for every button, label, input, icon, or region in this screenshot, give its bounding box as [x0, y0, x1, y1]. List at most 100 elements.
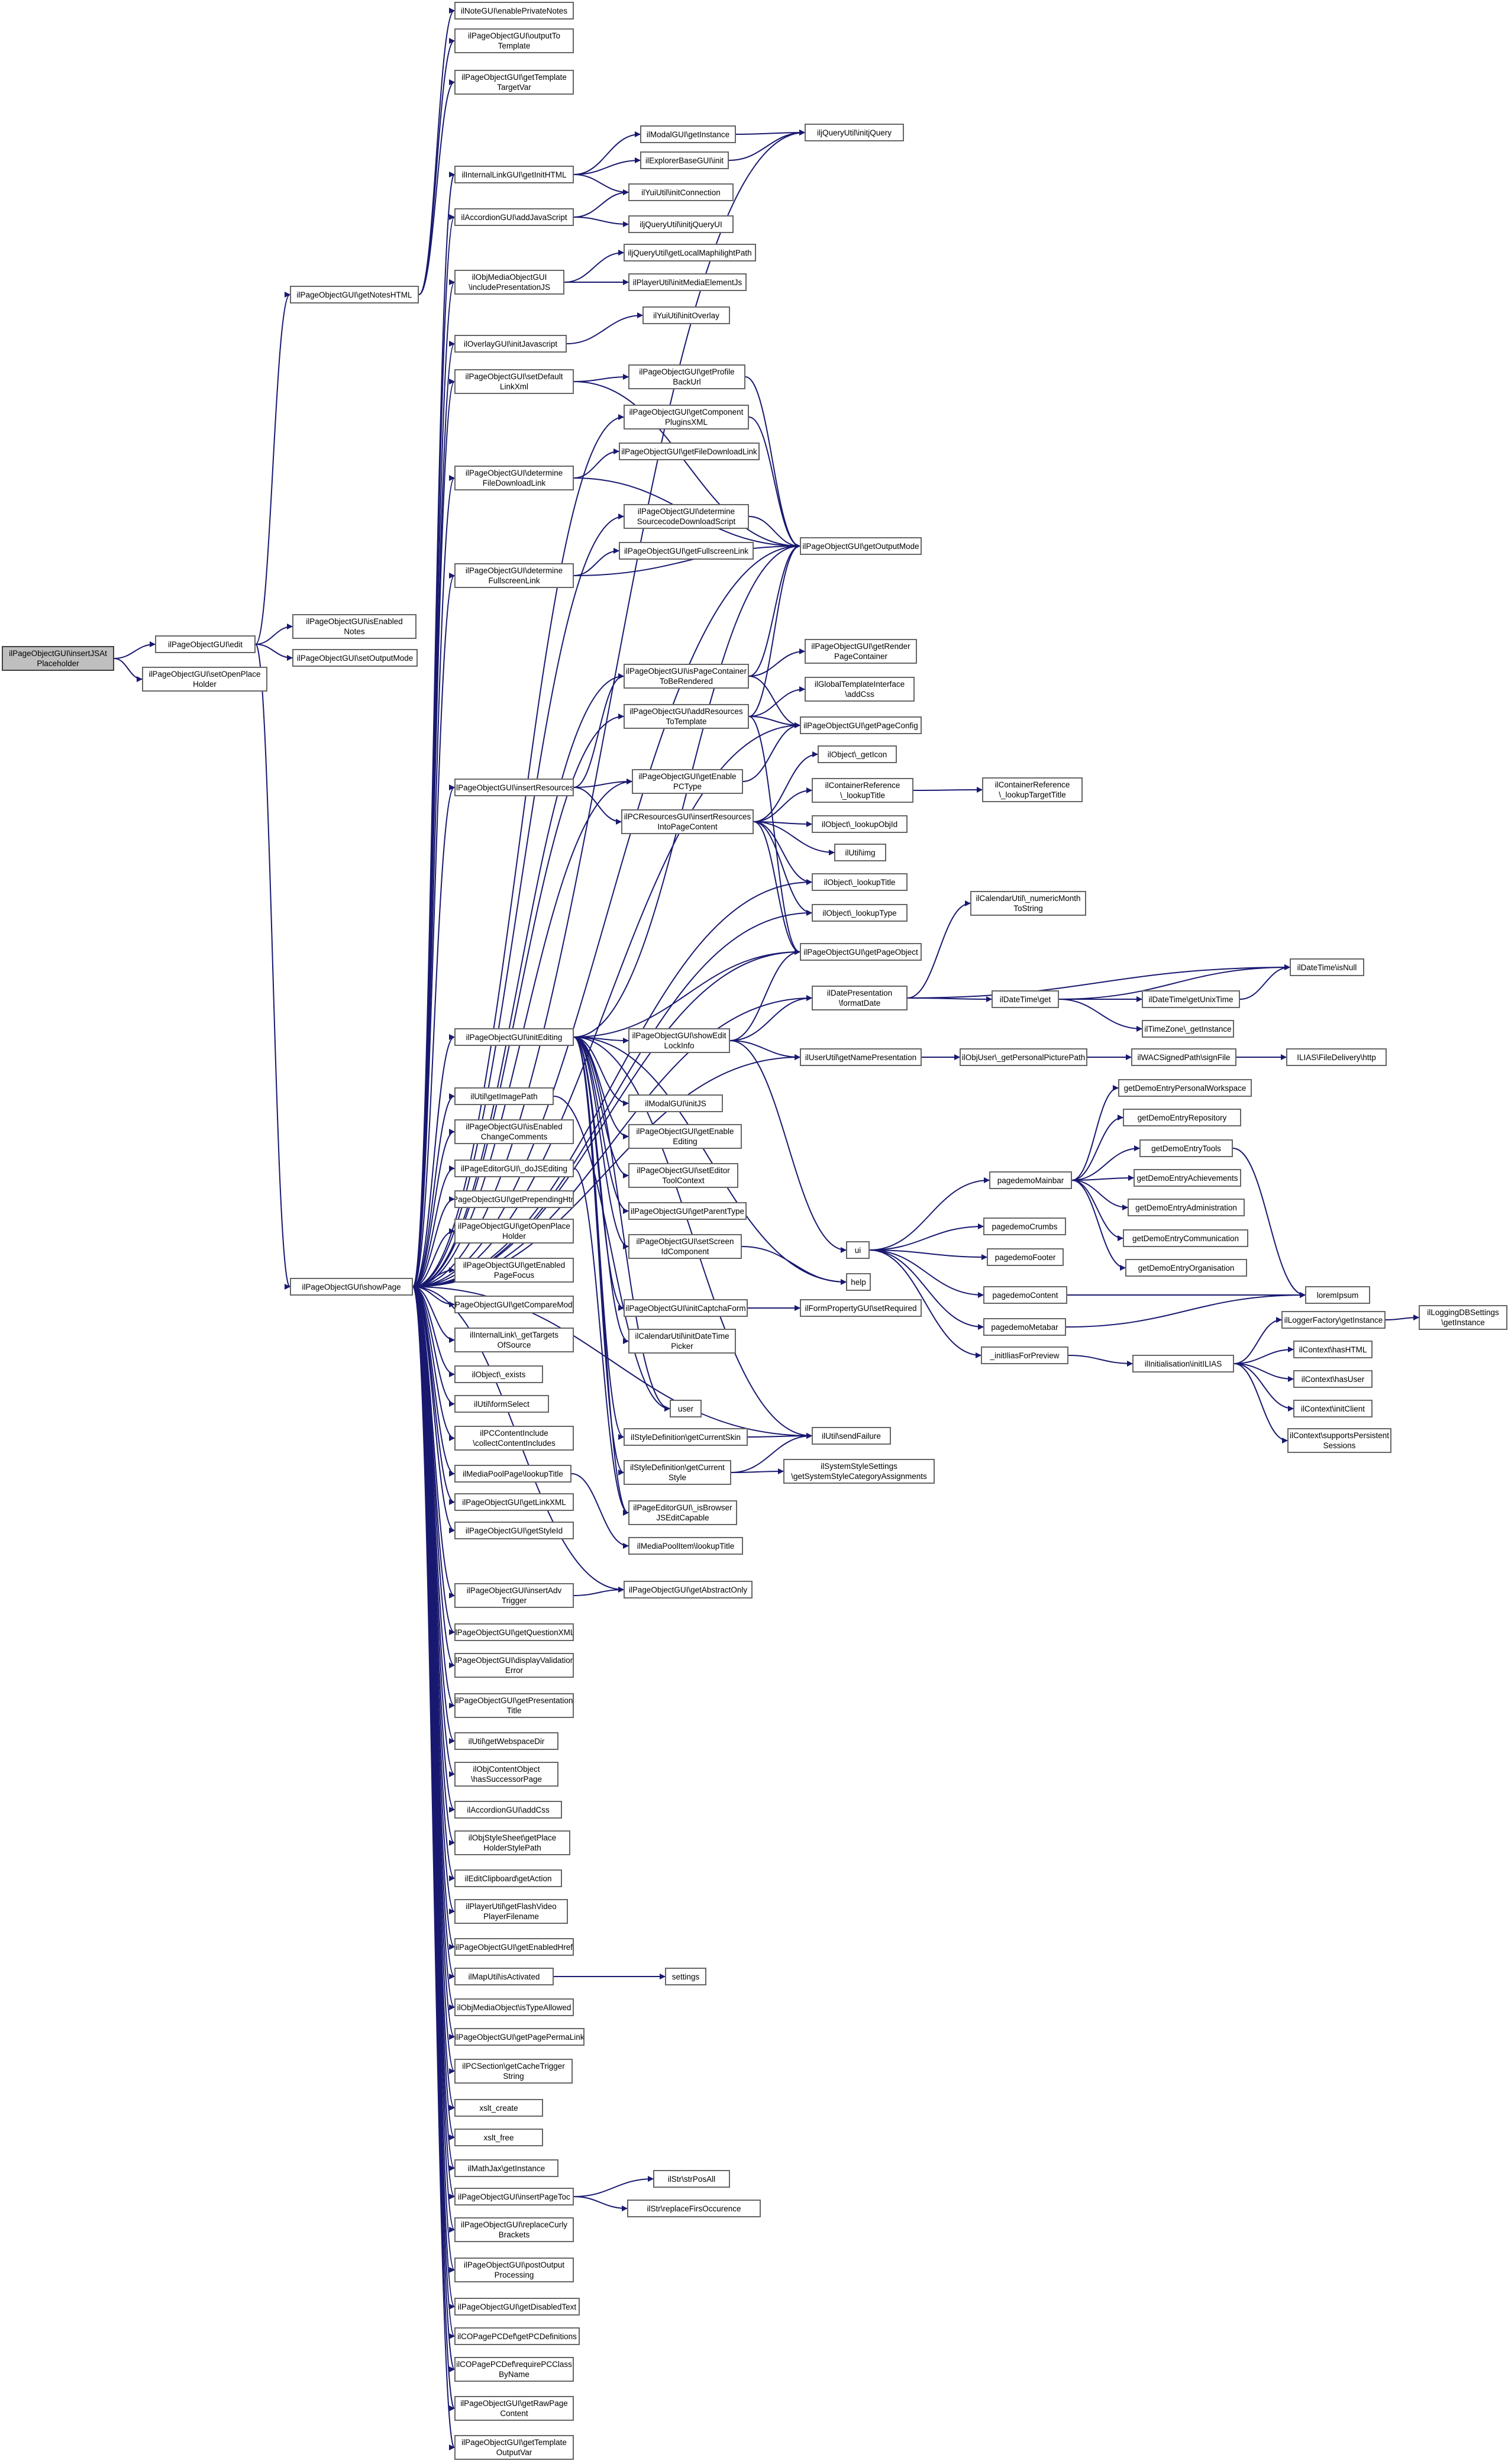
graph-node[interactable]: getDemoEntryCommunication: [1123, 1229, 1248, 1247]
graph-node[interactable]: ilPageObjectGUI\isEnabled Notes: [292, 614, 416, 639]
graph-node[interactable]: ilYuiUtil\initOverlay: [642, 306, 730, 324]
graph-node[interactable]: ilMapUtil\isActivated: [454, 1968, 554, 1985]
graph-node[interactable]: ilExplorerBaseGUI\init: [640, 151, 729, 169]
graph-node[interactable]: ilStyleDefinition\getCurrentSkin: [624, 1428, 748, 1446]
graph-node[interactable]: xslt_free: [454, 2129, 543, 2146]
graph-node[interactable]: ilAccordionGUI\addJavaScript: [454, 208, 574, 226]
graph-node[interactable]: ilPageObjectGUI\showPage: [290, 1278, 413, 1296]
graph-node[interactable]: ilPageObjectGUI\getOutputMode: [800, 537, 922, 555]
graph-node[interactable]: ilPageObjectGUI\getQuestionXML: [454, 1623, 574, 1641]
graph-node[interactable]: user: [670, 1400, 702, 1417]
graph-node[interactable]: settings: [665, 1968, 706, 1985]
graph-node[interactable]: getDemoEntryAchievements: [1134, 1169, 1241, 1187]
graph-node[interactable]: ilPageObjectGUI\setDefault LinkXml: [454, 369, 574, 394]
graph-node[interactable]: ilObject\_getIcon: [818, 745, 897, 763]
graph-node[interactable]: ilContext\hasHTML: [1293, 1341, 1373, 1358]
graph-node[interactable]: ilObject\_lookupTitle: [812, 873, 908, 891]
graph-node[interactable]: ilContainerReference \_lookupTargetTitle: [982, 777, 1083, 802]
graph-node[interactable]: ilPageObjectGUI\getPresentation Title: [454, 1693, 574, 1718]
graph-node[interactable]: ilPageObjectGUI\setOpenPlace Holder: [142, 667, 267, 692]
graph-node[interactable]: ilPlayerUtil\initMediaElementJs: [628, 273, 747, 291]
graph-node[interactable]: ilPageObjectGUI\outputTo Template: [454, 28, 574, 53]
graph-node[interactable]: ilInitialisation\initILIAS: [1132, 1355, 1234, 1373]
graph-node[interactable]: ilWACSignedPath\signFile: [1131, 1048, 1236, 1066]
graph-node[interactable]: ilInternalLinkGUI\getInitHTML: [454, 166, 574, 183]
graph-node[interactable]: ilObjStyleSheet\getPlace HolderStylePath: [454, 1830, 570, 1855]
graph-node[interactable]: ilPCContentInclude \collectContentInclud…: [454, 1426, 574, 1451]
graph-node[interactable]: ilObject\_lookupObjId: [812, 815, 908, 833]
graph-node[interactable]: ilObjUser\_getPersonalPicturePath: [960, 1048, 1087, 1066]
graph-node[interactable]: ilPageEditorGUI\_doJSEditing: [454, 1160, 574, 1177]
graph-node[interactable]: ilPCSection\getCacheTrigger String: [454, 2059, 573, 2084]
graph-node[interactable]: ilPageObjectGUI\replaceCurly Brackets: [454, 2217, 574, 2242]
graph-node[interactable]: pagedemoFooter: [987, 1248, 1064, 1266]
graph-node[interactable]: help: [846, 1273, 871, 1291]
graph-node[interactable]: ilUtil\formSelect: [454, 1395, 549, 1413]
graph-node[interactable]: ilPageObjectGUI\determine SourcecodeDown…: [624, 504, 749, 529]
graph-node[interactable]: ilPageObjectGUI\getRawPage Content: [454, 2396, 574, 2421]
graph-node[interactable]: ilObject\_exists: [454, 1365, 543, 1383]
graph-node[interactable]: getDemoEntryRepository: [1123, 1109, 1241, 1126]
graph-node[interactable]: ilPageObjectGUI\getPageObject: [800, 943, 922, 961]
graph-node[interactable]: ilYuiUtil\initConnection: [628, 183, 734, 201]
graph-node[interactable]: ilLoggerFactory\getInstance: [1281, 1311, 1386, 1329]
graph-node[interactable]: ilPageObjectGUI\addResources ToTemplate: [624, 704, 749, 729]
graph-node[interactable]: loremIpsum: [1305, 1286, 1370, 1304]
graph-node[interactable]: ilPageObjectGUI\getLinkXML: [454, 1493, 574, 1511]
graph-node[interactable]: ilPageObjectGUI\getFileDownloadLink: [619, 443, 760, 460]
graph-node[interactable]: ilUtil\sendFailure: [812, 1427, 891, 1445]
graph-node[interactable]: ilCalendarUtil\_numericMonth ToString: [970, 891, 1086, 916]
graph-node[interactable]: getDemoEntryPersonalWorkspace: [1118, 1079, 1252, 1097]
graph-node[interactable]: getDemoEntryAdministration: [1128, 1199, 1245, 1216]
graph-node[interactable]: ilInternalLink\_getTargets OfSource: [454, 1328, 574, 1352]
graph-node[interactable]: ilContext\supportsPersistent Sessions: [1287, 1428, 1391, 1453]
graph-node[interactable]: ilPageObjectGUI\getStyleId: [454, 1522, 574, 1539]
graph-node[interactable]: ilDatePresentation \formatDate: [812, 986, 908, 1010]
graph-node[interactable]: ilPageObjectGUI\getParentType: [628, 1202, 747, 1220]
graph-node[interactable]: ilDateTime\isNull: [1290, 958, 1364, 976]
graph-node[interactable]: ilPageObjectGUI\getOpenPlace Holder: [454, 1219, 574, 1244]
graph-node[interactable]: ilFormPropertyGUI\setRequired: [800, 1299, 922, 1317]
graph-node[interactable]: ilCOPagePCDef\getPCDefinitions: [454, 2327, 580, 2345]
graph-node[interactable]: ilContainerReference \_lookupTitle: [812, 778, 913, 803]
graph-node[interactable]: ilPageObjectGUI\determine FileDownloadLi…: [454, 466, 574, 490]
graph-node[interactable]: ilPageObjectGUI\getEnable PCType: [632, 769, 743, 794]
graph-node[interactable]: ilPageObjectGUI\getPrependingHtml: [454, 1190, 574, 1208]
graph-node[interactable]: _initIliasForPreview: [981, 1346, 1068, 1364]
graph-node[interactable]: ilPageObjectGUI\getTemplate TargetVar: [454, 70, 574, 95]
graph-node[interactable]: ilPageObjectGUI\getTemplate OutputVar: [454, 2435, 574, 2460]
graph-node[interactable]: ilPageObjectGUI\getProfile BackUrl: [628, 364, 745, 389]
graph-node[interactable]: getDemoEntryOrganisation: [1125, 1259, 1247, 1277]
graph-node[interactable]: ilCOPagePCDef\requirePCClass ByName: [454, 2357, 574, 2382]
graph-node[interactable]: ilLoggingDBSettings \getInstance: [1419, 1305, 1507, 1330]
graph-node[interactable]: ilPageObjectGUI\initCaptchaForm: [624, 1299, 748, 1317]
graph-node[interactable]: ilPageObjectGUI\getFullscreenLink: [619, 542, 754, 560]
graph-node[interactable]: ilPageObjectGUI\insertAdv Trigger: [454, 1583, 574, 1608]
graph-node[interactable]: ilPageObjectGUI\initEditing: [454, 1028, 574, 1046]
graph-node[interactable]: ilStr\replaceFirsOccurence: [627, 2200, 761, 2217]
graph-node[interactable]: xslt_create: [454, 2099, 543, 2117]
graph-node[interactable]: ilPageObjectGUI\displayValidation Error: [454, 1653, 574, 1678]
graph-node[interactable]: ilContext\initClient: [1293, 1400, 1373, 1417]
graph-node[interactable]: ilDateTime\get: [992, 990, 1059, 1008]
graph-node[interactable]: ilPageObjectGUI\insertResources: [454, 779, 574, 796]
graph-node[interactable]: ilEditClipboard\getAction: [454, 1869, 562, 1887]
graph-node[interactable]: ilPageObjectGUI\getDisabledText: [454, 2298, 580, 2316]
graph-node[interactable]: ilModalGUI\initJS: [628, 1094, 723, 1112]
graph-node[interactable]: ilUserUtil\getNamePresentation: [800, 1048, 922, 1066]
graph-node[interactable]: ilPageObjectGUI\isEnabled ChangeComments: [454, 1119, 574, 1144]
graph-node[interactable]: ilStyleDefinition\getCurrent Style: [624, 1460, 731, 1485]
graph-node[interactable]: ilStr\strPosAll: [653, 2170, 730, 2188]
graph-node[interactable]: ilMediaPoolItem\lookupTitle: [628, 1537, 743, 1555]
graph-node[interactable]: ilPageObjectGUI\getCompareMode: [454, 1296, 574, 1313]
graph-node[interactable]: ILIAS\FileDelivery\http: [1286, 1048, 1387, 1066]
graph-node[interactable]: ilObjMediaObject\isTypeAllowed: [454, 1998, 574, 2016]
graph-node[interactable]: ilPageEditorGUI\_isBrowser JSEditCapable: [628, 1500, 737, 1525]
graph-node[interactable]: ilPageObjectGUI\setScreen IdComponent: [628, 1234, 742, 1259]
graph-node[interactable]: ilPageObjectGUI\insertJSAt Placeholder: [2, 646, 114, 671]
graph-node[interactable]: ilPageObjectGUI\getEnable Editing: [628, 1124, 742, 1149]
graph-node[interactable]: ilPageObjectGUI\getEnabledHref: [454, 1938, 574, 1956]
graph-node[interactable]: ilPageObjectGUI\setOutputMode: [292, 649, 418, 667]
graph-node[interactable]: ilMathJax\getInstance: [454, 2159, 558, 2177]
graph-node[interactable]: ilContext\hasUser: [1293, 1370, 1373, 1388]
